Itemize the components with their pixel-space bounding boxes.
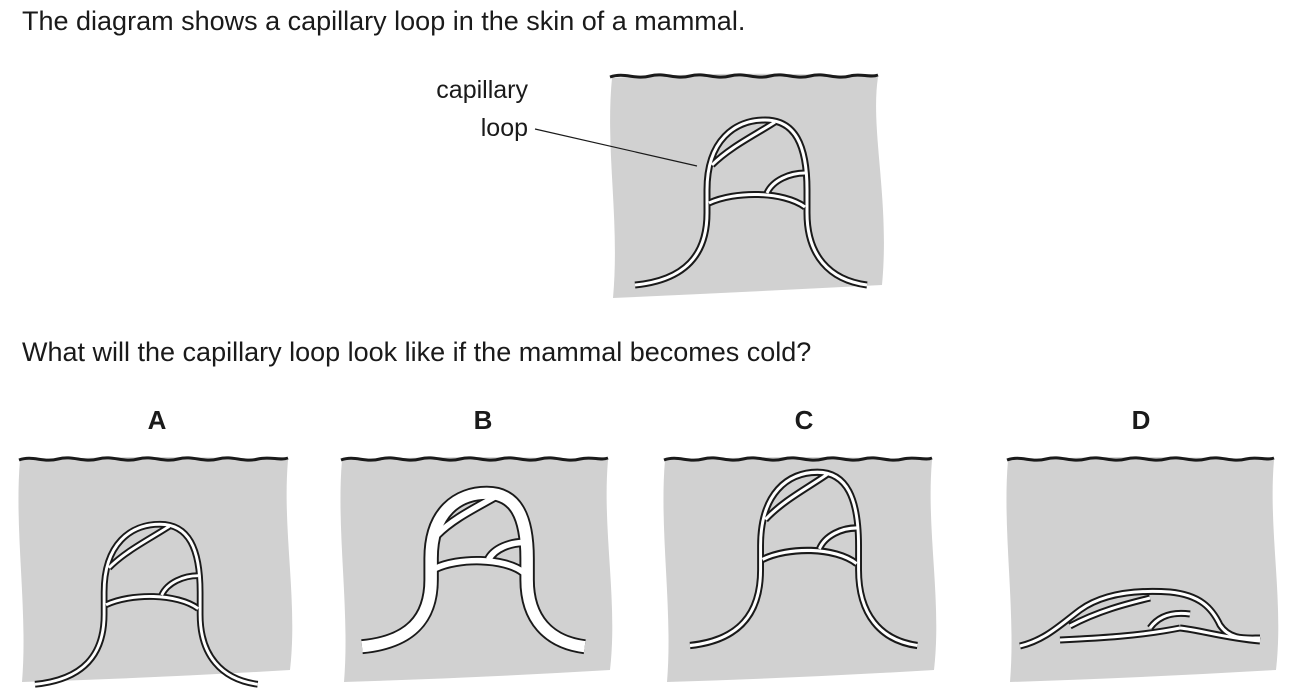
question-intro: The diagram shows a capillary loop in th… — [22, 6, 746, 36]
capillary-label-line1: capillary — [436, 76, 528, 104]
option-a-diagram[interactable] — [18, 456, 293, 684]
option-a-letter[interactable]: A — [147, 405, 167, 435]
label-leader-line — [534, 128, 698, 167]
question-prompt: What will the capillary loop look like i… — [22, 337, 812, 367]
option-b-letter[interactable]: B — [473, 405, 493, 435]
option-b-diagram[interactable] — [340, 456, 613, 682]
option-c-diagram[interactable] — [663, 456, 937, 682]
option-d-diagram[interactable] — [1006, 456, 1279, 682]
main-diagram — [534, 73, 884, 298]
option-c-letter[interactable]: C — [794, 405, 814, 435]
option-d-letter[interactable]: D — [1131, 405, 1151, 435]
capillary-label-line2: loop — [480, 114, 528, 142]
